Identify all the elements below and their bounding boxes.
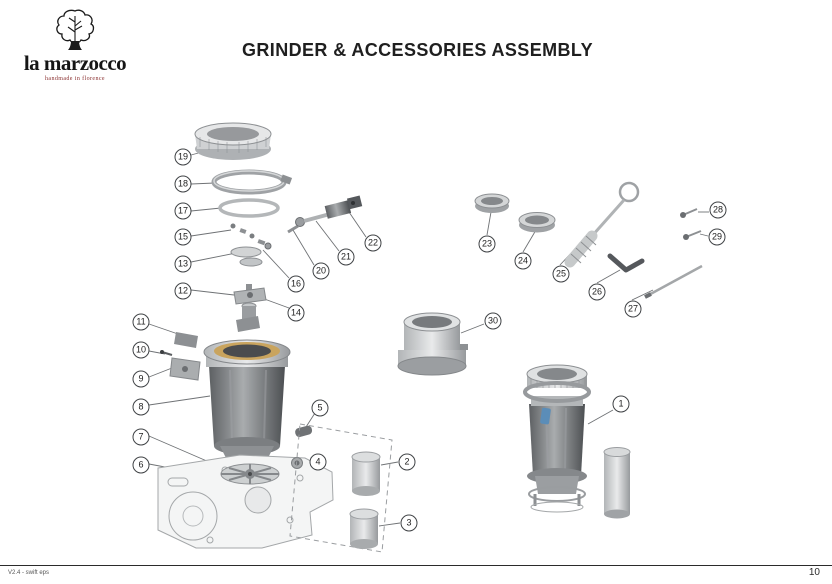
- tree-icon: [56, 9, 95, 50]
- callout-24: 24: [514, 252, 532, 270]
- callout-30: 30: [484, 312, 502, 330]
- callout-27: 27: [624, 300, 642, 318]
- assembled-grinder: [523, 364, 591, 513]
- part-15-16-fasteners: [230, 223, 299, 250]
- part-18-clamp-ring: [211, 169, 293, 195]
- part-23-24-caps: [474, 193, 556, 233]
- brand-name: la marzocco: [23, 51, 127, 75]
- part-25-brush: [564, 181, 640, 268]
- leader-lines: [148, 144, 709, 527]
- part-2-3-canisters: [349, 451, 381, 549]
- callout-19: 19: [174, 148, 192, 166]
- callout-23: 23: [478, 235, 496, 253]
- callout-5: 5: [311, 399, 329, 417]
- callout-26: 26: [588, 283, 606, 301]
- callout-3: 3: [400, 514, 418, 532]
- part-8-grinder-body: [203, 339, 291, 468]
- callout-6: 6: [132, 456, 150, 474]
- part-26-hex-key: [607, 253, 645, 273]
- part-17-oring: [218, 198, 280, 218]
- part-9-10-11-brackets: [160, 332, 201, 381]
- brand-logo: la marzocco handmade in florence: [14, 8, 136, 82]
- callout-7: 7: [132, 428, 150, 446]
- callout-22: 22: [364, 234, 382, 252]
- callout-16: 16: [287, 275, 305, 293]
- callout-1: 1: [612, 395, 630, 413]
- footer-rule: [0, 565, 832, 566]
- part-6-base-plate: [157, 454, 334, 549]
- part-30-collar: [397, 312, 468, 376]
- part-13-washers: [230, 246, 263, 267]
- part-27-rod: [644, 264, 703, 299]
- doc-ref: V2.4 - swift eps: [8, 570, 50, 576]
- callout-15: 15: [174, 228, 192, 246]
- callout-10: 10: [132, 341, 150, 359]
- callout-13: 13: [174, 255, 192, 273]
- dashed-kit-box: [289, 423, 393, 553]
- callout-12: 12: [174, 282, 192, 300]
- callout-29: 29: [708, 228, 726, 246]
- callout-11: 11: [132, 313, 150, 331]
- callout-4: 4: [309, 453, 327, 471]
- callout-17: 17: [174, 202, 192, 220]
- part-12-14-coupling: [233, 284, 267, 332]
- page-number: 10: [808, 567, 820, 578]
- brand-tagline: handmade in florence: [45, 76, 105, 82]
- page-title: GRINDER & ACCESSORIES ASSEMBLY: [242, 40, 594, 60]
- callout-20: 20: [312, 262, 330, 280]
- part-28-29-screws: [680, 208, 702, 240]
- part-5-foot: [295, 425, 313, 438]
- callout-18: 18: [174, 175, 192, 193]
- callout-28: 28: [709, 201, 727, 219]
- part-1-canister: [603, 447, 631, 519]
- callout-8: 8: [132, 398, 150, 416]
- callout-14: 14: [287, 304, 305, 322]
- callout-21: 21: [337, 248, 355, 266]
- part-7-burr-impeller: [220, 463, 280, 485]
- callout-25: 25: [552, 265, 570, 283]
- callout-2: 2: [398, 453, 416, 471]
- callout-9: 9: [132, 370, 150, 388]
- part-20-21-22-adjuster: [295, 195, 363, 227]
- part-19-hopper-collar: [194, 122, 272, 160]
